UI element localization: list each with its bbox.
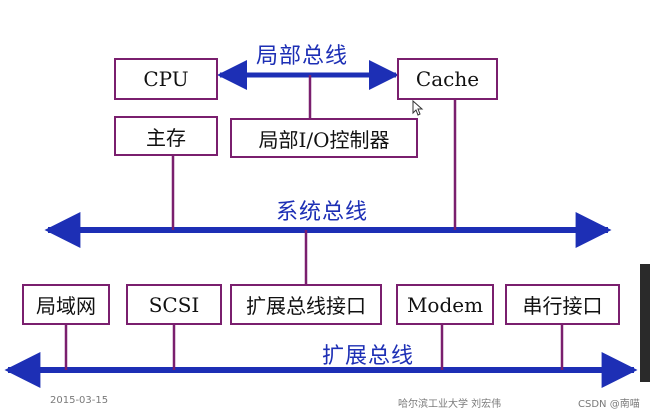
footer-date: 2015-03-15 xyxy=(50,395,109,406)
footer-watermark: CSDN @南喵 xyxy=(578,399,640,410)
mouse-cursor-icon xyxy=(412,99,424,116)
lan-box: 局域网 xyxy=(22,284,110,325)
local-io-controller-box: 局部I/O控制器 xyxy=(230,118,418,158)
scsi-box: SCSI xyxy=(126,284,222,325)
local-bus-label: 局部总线 xyxy=(256,44,349,69)
modem-box: Modem xyxy=(396,284,494,325)
footer-author: 哈尔滨工业大学 刘宏伟 xyxy=(398,399,502,410)
cache-box: Cache xyxy=(397,58,498,100)
serial-interface-box: 串行接口 xyxy=(505,284,620,325)
main-memory-box: 主存 xyxy=(114,116,218,156)
cpu-box: CPU xyxy=(114,58,218,100)
right-edge-bar xyxy=(640,264,650,382)
expansion-bus-interface-box: 扩展总线接口 xyxy=(230,284,382,325)
slide-footer: 2015-03-15 哈尔滨工业大学 刘宏伟 CSDN @南喵 xyxy=(0,387,650,411)
expansion-bus-label: 扩展总线 xyxy=(322,344,415,369)
system-bus-label: 系统总线 xyxy=(276,200,369,225)
